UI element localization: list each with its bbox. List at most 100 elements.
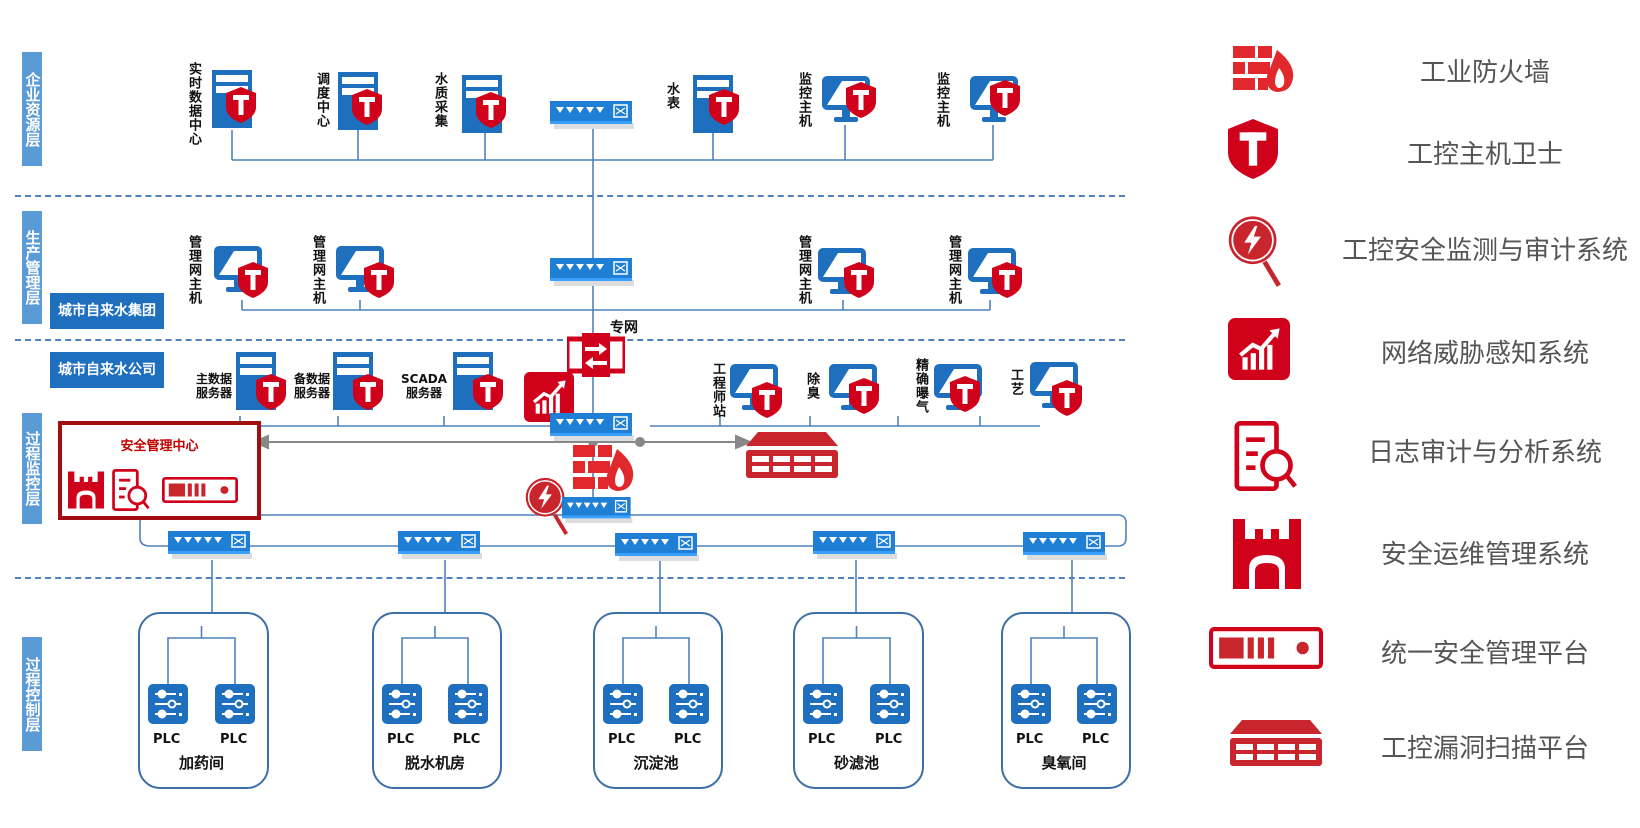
legend-audit-icon <box>1226 214 1284 288</box>
plc-device[interactable] <box>1077 684 1117 724</box>
log-audit-icon <box>1232 421 1300 491</box>
legend-label: 工业防火墙 <box>1419 58 1550 88</box>
monitor-node[interactable] <box>818 248 866 294</box>
monitor-node[interactable] <box>336 246 384 292</box>
server-node[interactable] <box>333 352 373 410</box>
plc-device[interactable] <box>603 684 643 724</box>
layer-tag-monitoring: 过程监控层 <box>22 413 42 524</box>
host-guard-shield-icon <box>709 89 739 125</box>
connection-lines <box>139 125 1127 628</box>
host-guard-shield-icon <box>846 82 876 118</box>
node-label: 除臭 <box>804 372 819 400</box>
monitor-node[interactable] <box>968 248 1016 294</box>
plc-device[interactable] <box>870 684 910 724</box>
zone-name: 沉淀池 <box>633 754 679 772</box>
server-label: 主数据 服务器 <box>194 372 234 400</box>
host-guard-shield-icon <box>752 382 782 418</box>
vuln-scanner-icon <box>746 432 838 478</box>
network-switch[interactable] <box>813 531 899 559</box>
node-label: 水质采集 <box>432 72 447 128</box>
host-guard-shield-icon <box>844 262 874 298</box>
switch-icon <box>168 531 254 559</box>
monitor-node[interactable] <box>214 246 262 292</box>
network-switch[interactable] <box>168 531 254 559</box>
gateway-arrows-icon <box>567 333 625 377</box>
plc-label: PLC <box>453 732 481 747</box>
management-platform-icon <box>1209 627 1323 669</box>
node-label: 水表 <box>664 82 679 110</box>
network-switch[interactable] <box>615 533 701 561</box>
server-node[interactable] <box>453 352 493 410</box>
monitor-node[interactable] <box>829 364 877 410</box>
server-node[interactable] <box>693 75 733 133</box>
plc-device[interactable] <box>382 684 422 724</box>
zone-wiring <box>401 626 469 686</box>
server-node[interactable] <box>212 70 252 128</box>
network-switch[interactable] <box>562 497 634 523</box>
node-label: 工程师站 <box>710 362 725 418</box>
plc-label: PLC <box>153 732 181 747</box>
plc-device[interactable] <box>148 684 188 724</box>
host-guard-shield-icon <box>1228 117 1278 181</box>
network-switch[interactable] <box>550 258 636 286</box>
host-guard-shield-icon <box>849 378 879 414</box>
zone-name: 加药间 <box>178 754 224 772</box>
switch-icon <box>398 531 484 559</box>
legend-shield-icon <box>1228 117 1278 181</box>
plc-device[interactable] <box>1011 684 1051 724</box>
network-switch[interactable] <box>550 101 636 129</box>
legend-label: 工控漏洞扫描平台 <box>1380 734 1589 764</box>
plc-device[interactable] <box>669 684 709 724</box>
legend-castle-icon <box>1233 518 1301 590</box>
plc-device[interactable] <box>215 684 255 724</box>
node-label: 管理网主机 <box>186 235 201 305</box>
monitor-node[interactable] <box>822 76 870 122</box>
layer-divider <box>15 195 1125 197</box>
layer-tag-production: 生产管理层 <box>22 211 42 324</box>
monitor-node[interactable] <box>730 364 778 410</box>
network-switch[interactable] <box>550 413 636 441</box>
host-guard-shield-icon <box>950 376 980 412</box>
legend-label: 日志审计与分析系统 <box>1367 438 1602 468</box>
firewall-icon <box>1233 46 1295 92</box>
industrial-firewall[interactable] <box>573 445 635 491</box>
label-line: 备数据 <box>293 372 330 386</box>
legend-platform-icon <box>1209 627 1323 669</box>
org-company-tag: 城市自来水公司 <box>50 352 164 388</box>
plc-label: PLC <box>875 732 903 747</box>
node-label: 工艺 <box>1008 368 1023 396</box>
node-label: 监控主机 <box>796 72 811 128</box>
threat-chart-icon <box>1228 318 1290 380</box>
vuln-scanner-icon <box>1229 720 1323 766</box>
server-node[interactable] <box>338 72 378 130</box>
plc-icon <box>148 684 188 724</box>
legend-threat-icon <box>1228 318 1290 380</box>
zone-name: 砂滤池 <box>833 754 879 772</box>
node-label: 调度中心 <box>314 72 329 128</box>
monitor-node[interactable] <box>1030 362 1078 408</box>
isolation-gateway[interactable] <box>567 333 625 377</box>
plc-label: PLC <box>808 732 836 747</box>
server-label: SCADA 服务器 <box>400 372 448 400</box>
plc-label: PLC <box>387 732 415 747</box>
network-switch[interactable] <box>398 531 484 559</box>
security-management-center[interactable]: 安全管理中心 <box>58 421 261 520</box>
plc-device[interactable] <box>803 684 843 724</box>
server-node[interactable] <box>462 75 502 133</box>
castle-icon <box>1233 518 1301 590</box>
org-group-tag: 城市自来水集团 <box>50 293 164 329</box>
legend-label: 安全运维管理系统 <box>1380 540 1589 570</box>
plc-label: PLC <box>674 732 702 747</box>
network-switch[interactable] <box>1023 532 1109 560</box>
host-guard-shield-icon <box>992 262 1022 298</box>
monitor-node[interactable] <box>970 76 1018 122</box>
label-line: 服务器 <box>293 386 330 400</box>
host-guard-shield-icon <box>476 92 506 128</box>
vulnerability-scanner[interactable] <box>746 432 838 478</box>
monitor-node[interactable] <box>934 364 982 410</box>
log-audit-icon <box>112 469 150 511</box>
host-guard-shield-icon <box>1052 380 1082 416</box>
plc-device[interactable] <box>448 684 488 724</box>
server-node[interactable] <box>236 352 276 410</box>
zone-name: 脱水机房 <box>404 754 465 772</box>
